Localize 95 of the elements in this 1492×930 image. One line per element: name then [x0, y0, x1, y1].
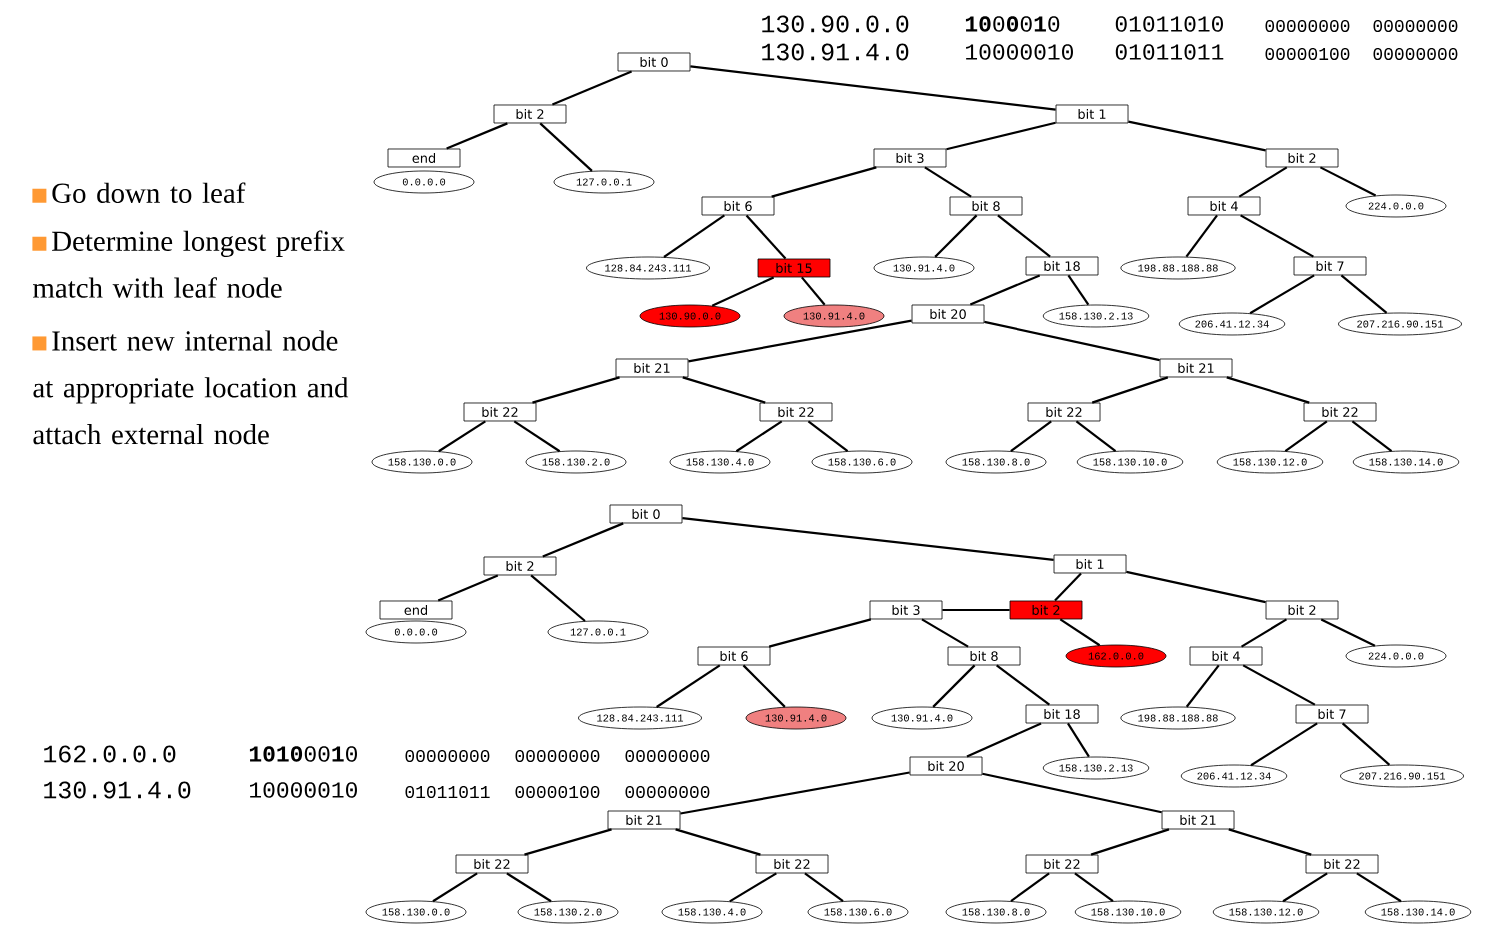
- binary-text: 00000000: [515, 749, 600, 763]
- tree-edge: [1226, 376, 1310, 404]
- tree-edge: [969, 274, 1041, 306]
- tree-edge: [1074, 872, 1114, 902]
- binary-text: 00000000: [1373, 19, 1458, 33]
- tree-edge: [996, 664, 1051, 706]
- binary-text: 10000010: [966, 44, 1073, 60]
- tree-edge: [552, 70, 632, 106]
- binary-text: 00000100: [515, 785, 600, 799]
- tree-edge: [432, 872, 478, 903]
- address-text: 162.0.0.0: [44, 745, 176, 763]
- tree-edge: [1240, 214, 1314, 258]
- tree-edge: [1185, 214, 1218, 258]
- tree-edge: [532, 376, 620, 404]
- tree-edge: [1284, 420, 1328, 452]
- binary-text: 01011010: [1115, 16, 1223, 32]
- tree-edge: [924, 166, 972, 198]
- tree-edge: [771, 166, 877, 198]
- tree-edge: [1240, 618, 1288, 648]
- tree-edge: [934, 214, 978, 258]
- tree-edge: [1054, 572, 1082, 602]
- binary-text: 00000000: [625, 785, 710, 799]
- binary-text: 00000000: [625, 749, 710, 763]
- tree-edge: [1341, 722, 1391, 766]
- tree-edge: [768, 618, 872, 648]
- tree-edge: [801, 276, 826, 306]
- tree-edge: [1067, 274, 1090, 306]
- tree-edge: [1090, 828, 1170, 856]
- tree-edge: [438, 420, 486, 453]
- tree-edge: [1126, 570, 1266, 604]
- tree-edge: [932, 664, 976, 708]
- bullet-item: Determine longest prefix match with leaf node: [32, 230, 345, 298]
- tree-edge: [1228, 828, 1312, 856]
- tree-edge: [437, 574, 499, 602]
- tree-edge: [506, 872, 552, 903]
- tree-edge: [663, 214, 725, 258]
- tree-edge: [1249, 274, 1315, 315]
- tree-edge: [682, 376, 766, 404]
- tree-edge: [1320, 618, 1376, 647]
- tree-edge: [513, 420, 561, 453]
- binary-text: 00000000: [1373, 47, 1458, 61]
- tree-edge: [804, 872, 844, 902]
- tree-edge: [711, 276, 775, 307]
- binary-text: 10100010: [249, 746, 357, 762]
- tree-edge: [530, 574, 586, 622]
- tree-edge: [446, 122, 508, 150]
- tree-edge: [1059, 618, 1101, 647]
- tree-edge: [690, 65, 1056, 111]
- tree-edge: [735, 420, 783, 453]
- tree-edge: [946, 121, 1056, 151]
- tree-edge: [1075, 420, 1117, 452]
- tree-edge: [742, 664, 786, 708]
- tree-edge: [997, 214, 1051, 258]
- tree-edge: [680, 771, 910, 815]
- tree-edge: [984, 320, 1160, 362]
- tree-edge: [1282, 872, 1328, 903]
- bullet-item: Insert new internal node at appropriate location and attach external node: [32, 330, 349, 445]
- binary-text: 01011011: [405, 785, 490, 799]
- tree-edge: [656, 664, 721, 708]
- tree-edge: [1185, 664, 1220, 708]
- binary-text: 10000010: [250, 782, 357, 798]
- tree-edge: [688, 319, 912, 363]
- tree-edge: [982, 772, 1162, 814]
- tree-edge: [1351, 420, 1393, 452]
- binary-text: 1000010: [965, 16, 1060, 32]
- tree-edge: [1356, 872, 1402, 903]
- tree-edge: [745, 214, 787, 260]
- tree-edge: [729, 872, 777, 903]
- tree-edge: [524, 828, 612, 856]
- tree-edge: [1340, 274, 1388, 314]
- tree-edge: [807, 420, 849, 452]
- tree-edge: [1067, 722, 1090, 758]
- tree-edge: [966, 722, 1042, 758]
- tree-edge: [1010, 420, 1052, 452]
- bullet-item: Go down to leaf: [32, 182, 246, 203]
- binary-text: 01011011: [1115, 44, 1224, 60]
- tree-edge: [1319, 166, 1377, 197]
- address-text: 130.90.0.0: [762, 15, 909, 33]
- tree-edge: [1250, 722, 1318, 767]
- tree-edge: [1238, 166, 1288, 198]
- binary-text: 00000000: [1265, 19, 1350, 33]
- binary-text: 00000000: [405, 749, 490, 763]
- tree-edge: [1010, 872, 1050, 902]
- tree-edge: [675, 828, 761, 856]
- tree-edge: [682, 517, 1054, 561]
- binary-text: 00000100: [1265, 47, 1350, 61]
- tree-edge: [1128, 120, 1266, 152]
- address-text: 130.91.4.0: [762, 43, 909, 61]
- tree-edge: [539, 122, 593, 172]
- tree-edge: [942, 608, 1010, 612]
- tree-edge: [1091, 376, 1169, 404]
- tree-edge: [542, 522, 624, 558]
- tree-edge: [921, 618, 969, 648]
- address-text: 130.91.4.0: [44, 781, 191, 799]
- tree-edge: [1242, 664, 1316, 706]
